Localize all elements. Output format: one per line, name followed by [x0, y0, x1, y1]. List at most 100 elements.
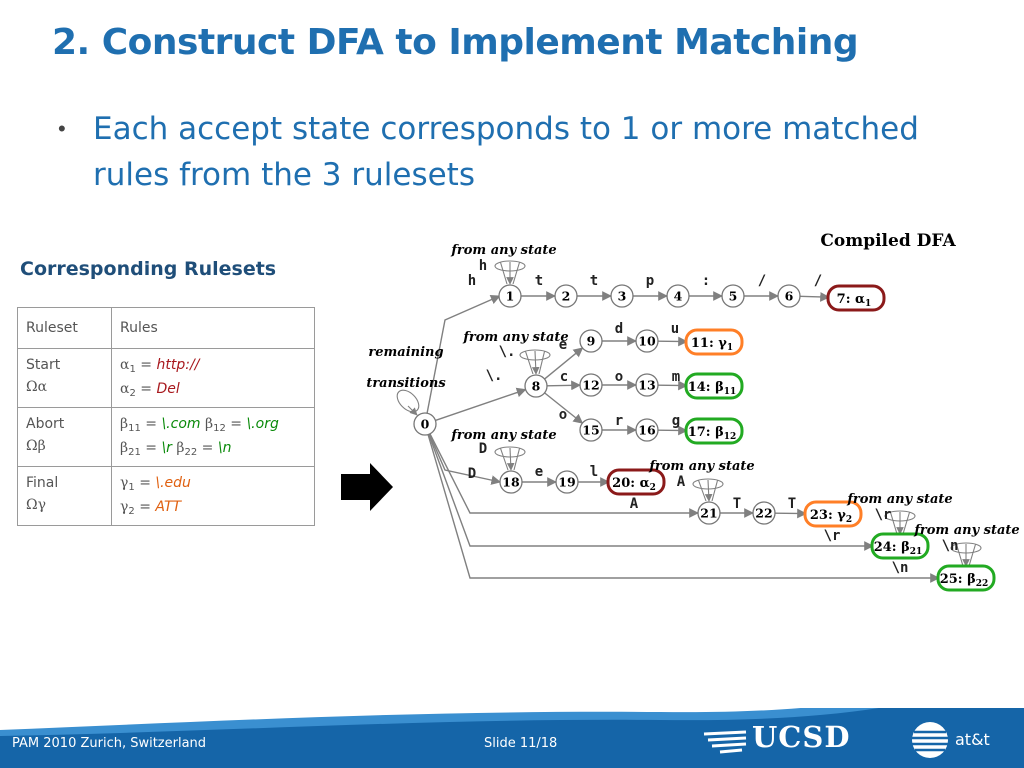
state-node [498, 284, 522, 308]
edge-label: \. [486, 368, 503, 384]
equals-sign: = [197, 440, 218, 456]
rule-symbol: γ [120, 475, 129, 491]
state-label: 13 [638, 378, 655, 393]
accept-state-subscript: 1 [727, 343, 733, 353]
edge-label: c [560, 369, 568, 385]
rule-subscript: 22 [184, 447, 198, 458]
rule-symbol: α [120, 357, 130, 373]
state-node [555, 470, 579, 494]
rule-subscript: 21 [128, 447, 141, 458]
rule-subscript: 12 [213, 423, 226, 434]
accept-state-name: 7: α [837, 292, 865, 307]
accept-state-node [684, 328, 744, 356]
att-globe-icon [912, 722, 948, 758]
edge-label: o [559, 407, 567, 423]
rule-value: \.com [161, 416, 201, 432]
any-state-arrow [506, 447, 515, 471]
accept-state-label: 17: β12 [688, 425, 737, 442]
rule-subscript: 2 [128, 506, 135, 517]
rule-subscript: 2 [129, 388, 136, 399]
any-state-symbol: \n [942, 538, 959, 554]
footer: PAM 2010 Zurich, Switzerland Slide 11/18… [0, 708, 1024, 768]
state-node [413, 412, 437, 436]
rule-symbol: β [176, 440, 185, 456]
remaining-arrow [407, 405, 418, 416]
rule-value: ATT [155, 499, 182, 515]
rule-subscript: 1 [128, 482, 135, 493]
accept-state-node [870, 532, 930, 560]
any-state-arrow [902, 511, 911, 535]
from-any-state-caption: from any state [846, 492, 952, 507]
accept-state-subscript: 21 [910, 547, 923, 557]
accept-state-node [606, 468, 666, 496]
att-logo: at&t [955, 730, 990, 749]
rule-subscript: 1 [129, 364, 136, 375]
equals-sign: = [225, 416, 247, 432]
any-state-arrow [531, 350, 540, 375]
rule-symbol: γ [120, 499, 129, 515]
accept-state-label: 11: γ1 [691, 336, 733, 353]
edge-label: g [672, 413, 680, 429]
edge-label: l [590, 464, 598, 480]
accept-state-subscript: 2 [846, 515, 852, 525]
edge-label: h [468, 273, 476, 289]
edge-label: \n [892, 560, 909, 576]
table-header-row: Ruleset Rules [17, 307, 315, 349]
slide-title: 2. Construct DFA to Implement Matching [52, 22, 859, 63]
state-label: 4 [674, 289, 683, 304]
rules-cell: α1 = http://α2 = Del [111, 348, 315, 408]
state-label: 2 [562, 289, 571, 304]
from-any-state-caption: from any state [462, 330, 568, 345]
state-node [752, 501, 776, 525]
dfa-edge [546, 380, 581, 391]
state-node [635, 329, 659, 353]
footer-venue: PAM 2010 Zurich, Switzerland [12, 736, 207, 751]
any-state-arrow [524, 350, 534, 375]
rule-value: \.org [246, 416, 279, 432]
accept-state-label: 14: β11 [688, 380, 737, 397]
state-label: 21 [700, 506, 717, 521]
accept-state-label: 20: α2 [612, 476, 656, 493]
state-label: 16 [638, 423, 656, 438]
any-state-arrow [711, 479, 719, 502]
any-state-symbol: \r [875, 507, 892, 523]
ruleset-name: Abort [26, 416, 65, 432]
accept-state-node [936, 564, 996, 592]
state-label: 12 [582, 378, 599, 393]
state-node [697, 501, 721, 525]
ruleset-name: Start [26, 357, 61, 373]
any-state-symbol: D [479, 441, 487, 457]
any-state-symbol: A [677, 474, 686, 490]
rule-symbol: β [120, 416, 129, 432]
accept-state-node [684, 417, 744, 445]
accept-state-name: 24: β [874, 540, 910, 555]
state-label: 10 [638, 334, 656, 349]
accept-state-subscript: 12 [724, 432, 737, 442]
rule-line: β21 = \r β22 = \n [120, 437, 308, 461]
state-node [777, 284, 801, 308]
from-any-state-caption: from any state [913, 523, 1019, 538]
equals-sign: = [135, 357, 157, 373]
any-state-arrow [499, 261, 508, 285]
bullet-text: Each accept state corresponds to 1 or mo… [93, 111, 919, 193]
bullet-dot: • [58, 116, 66, 141]
ruleset-symbol: Ωβ [26, 438, 46, 454]
state-label: 8 [532, 379, 541, 394]
rule-value: \r [161, 440, 172, 456]
any-state-arrow [538, 350, 546, 375]
rule-symbol: α [120, 381, 130, 397]
dfa-edge [426, 295, 501, 414]
rule-symbol: β [205, 416, 214, 432]
header-ruleset: Ruleset [17, 307, 112, 349]
ruleset-symbol: Ωα [26, 379, 48, 395]
edge-label: t [535, 273, 543, 289]
ucsd-logo: UCSD [752, 720, 851, 754]
state-node [579, 373, 603, 397]
state-node [554, 284, 578, 308]
edge-label: / [758, 273, 766, 289]
